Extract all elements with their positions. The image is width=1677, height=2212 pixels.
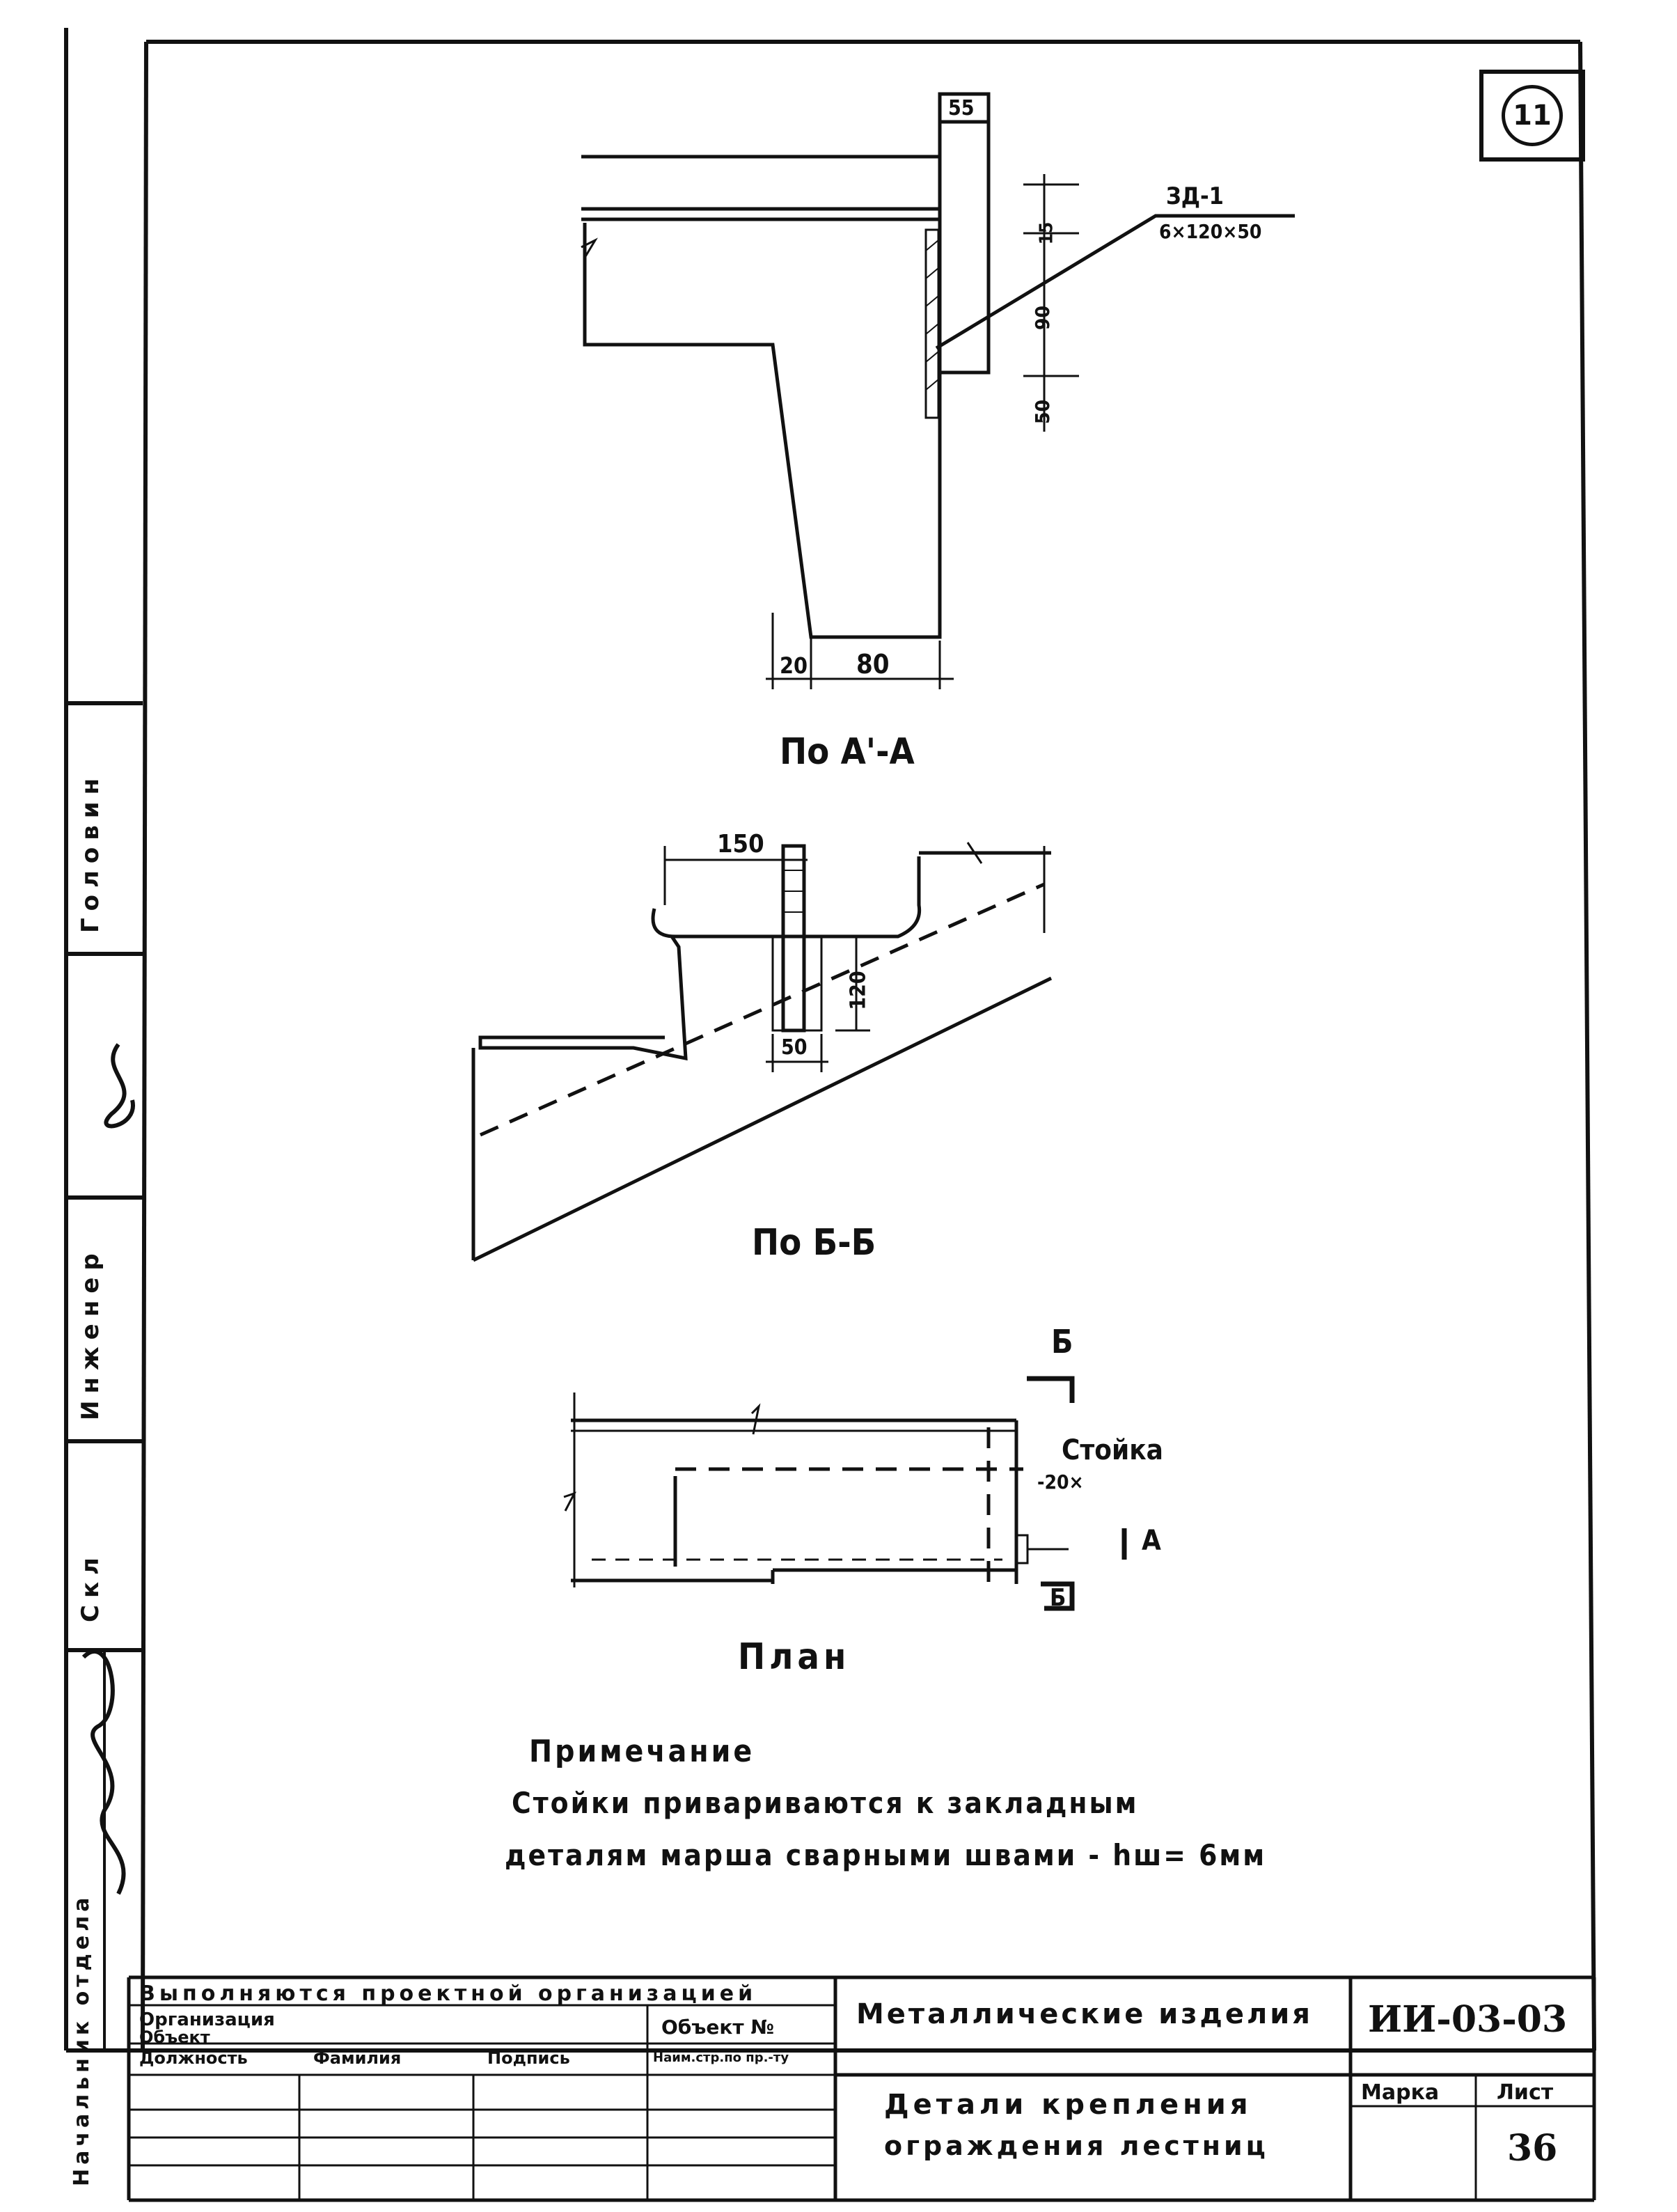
tb-code: ИИ-03-03	[1368, 1998, 1568, 2041]
sheet-number: 11	[1502, 85, 1563, 146]
cut-b-top: Б	[1051, 1323, 1073, 1360]
dim-15: 15	[1036, 221, 1057, 245]
sheet-number-badge: 11	[1479, 70, 1585, 162]
tb-object: Объект	[139, 2027, 210, 2047]
tb-col-sheet-ref: Наим.стр.по пр.-ту	[653, 2050, 789, 2065]
embedded-part-size: 6×120×50	[1159, 220, 1262, 243]
note-line-2: деталям марша сварными швами - hш= 6мм	[505, 1838, 1267, 1872]
dim-80: 80	[856, 649, 890, 680]
tb-sheet-number: 36	[1507, 2127, 1558, 2170]
tb-col-signature: Подпись	[487, 2048, 570, 2068]
section-a-caption: По А'-А	[780, 731, 915, 773]
tb-sheet-label: Лист	[1497, 2080, 1554, 2105]
dim-120: 120	[846, 971, 871, 1010]
plan-caption: План	[738, 1636, 851, 1678]
embedded-part-mark: ЗД-1	[1166, 182, 1224, 210]
section-a-drawing	[581, 92, 1295, 689]
tb-col-surname: Фамилия	[313, 2048, 402, 2068]
plan-drawing	[563, 1376, 1127, 1611]
side-golovin: Головин	[77, 771, 104, 933]
tb-title: Металлические изделия	[856, 1998, 1313, 2030]
dim-55: 55	[948, 96, 975, 120]
post-size: -20×	[1037, 1470, 1084, 1493]
tb-performed-by: Выполняются проектной организацией	[139, 1982, 757, 2006]
dim-150: 150	[717, 830, 764, 858]
tb-subtitle-2: ограждения лестниц	[884, 2131, 1269, 2161]
title-block-grid	[127, 1975, 1596, 2202]
dim-20: 20	[780, 652, 808, 679]
side-head: Начальник отдела	[70, 1893, 94, 2186]
cut-a: А	[1142, 1525, 1161, 1557]
tb-object-no: Объект №	[661, 2016, 775, 2039]
signature-marks	[81, 1043, 135, 1895]
tb-mark-label: Марка	[1361, 2080, 1440, 2105]
sheet-frame	[64, 28, 1596, 2053]
note-heading: Примечание	[529, 1734, 755, 1769]
tb-subtitle-1: Детали крепления	[884, 2089, 1252, 2121]
section-b-caption: По Б-Б	[752, 1222, 876, 1264]
dim-90: 90	[1031, 305, 1055, 331]
dim-50-plate: 50	[781, 1035, 808, 1060]
section-b-drawing	[471, 842, 1053, 1262]
dim-50-vertical: 50	[1031, 399, 1055, 425]
tb-organization: Организация	[139, 2009, 275, 2030]
tb-col-position: Должность	[139, 2048, 248, 2068]
post-label: Стойка	[1062, 1434, 1163, 1466]
note-line-1: Стойки привариваются к закладным	[512, 1786, 1139, 1820]
cut-b-bottom: Б	[1050, 1584, 1066, 1612]
